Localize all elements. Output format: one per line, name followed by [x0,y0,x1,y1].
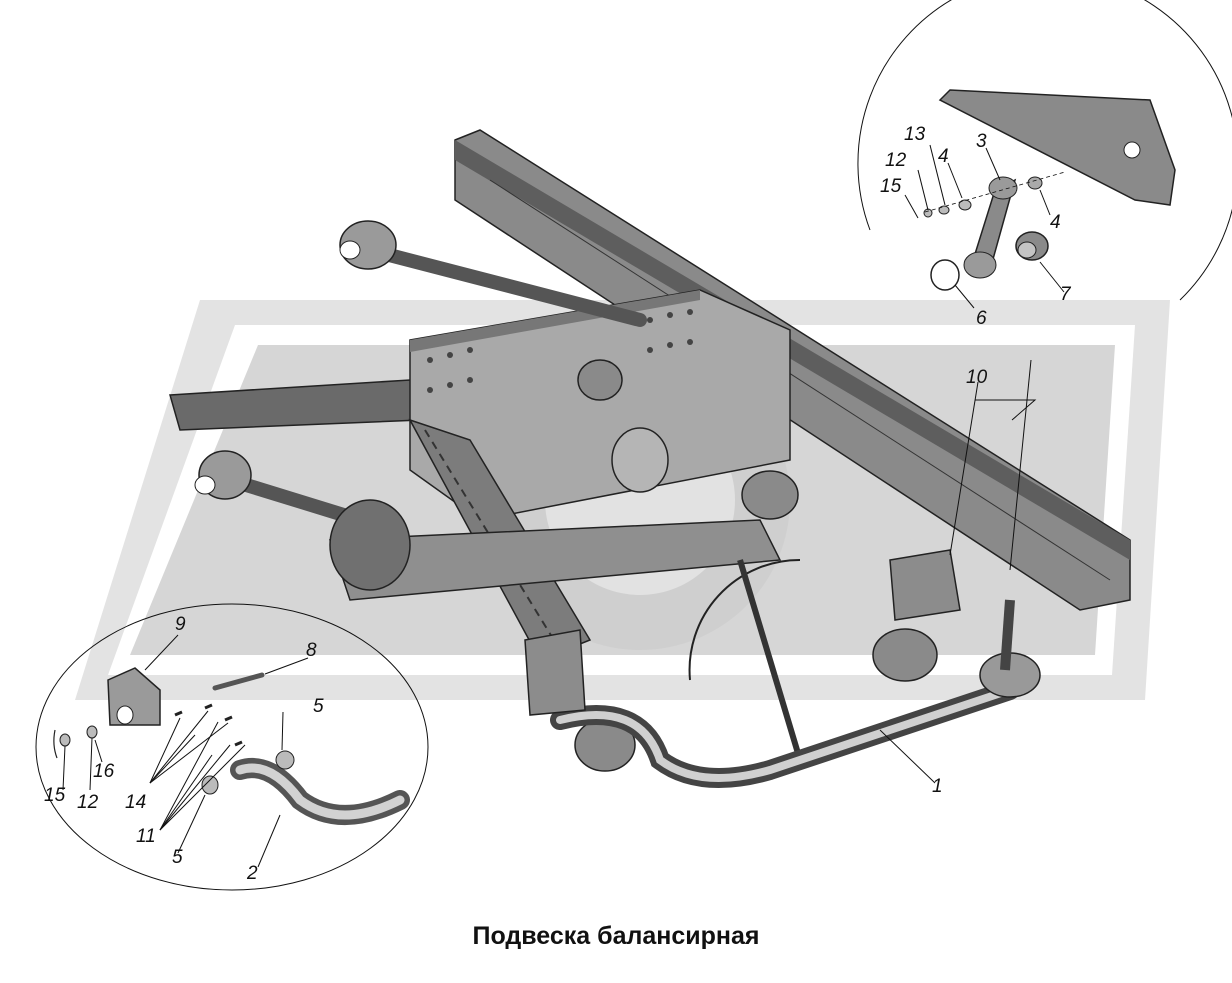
callout-15a: 15 [880,176,902,197]
callout-6: 6 [976,308,987,329]
frame-side-member [454,129,1131,611]
callout-5b: 5 [172,847,183,868]
callout-2: 2 [246,863,258,884]
callout-9: 9 [175,614,186,635]
axle-housing [328,427,782,601]
reaction-rod-left [194,450,367,527]
detail-ellipse-bottom [35,603,429,891]
callout-8: 8 [306,640,317,661]
callout-11: 11 [136,826,156,847]
callout-15b: 15 [44,785,66,806]
callout-16: 16 [93,761,115,782]
callout-12a: 12 [885,150,907,171]
callout-12b: 12 [77,792,99,813]
front-bushings [574,359,938,772]
callout-1: 1 [932,776,943,797]
callout-7: 7 [1060,284,1072,305]
stabilizer-brackets [524,549,961,716]
cross-member [409,289,791,521]
diagram-caption: Подвеска балансирная [472,922,760,950]
callout-5a: 5 [313,696,324,717]
leader-lines [62,144,1065,868]
stabilizer-bar [550,599,1041,788]
callout-3: 3 [976,131,987,152]
callout-4a: 4 [938,146,949,167]
callout-10: 10 [966,367,988,388]
callout-13: 13 [904,124,926,145]
wheel-hub [688,558,803,761]
callout-labels: 1 2 3 4 4 5 5 6 7 8 9 10 11 12 12 13 14 … [44,124,1072,884]
reaction-rod-rear [339,220,647,327]
callout-4b: 4 [1050,212,1061,233]
detail-circle-top [857,0,1232,301]
callout-14: 14 [125,792,146,813]
